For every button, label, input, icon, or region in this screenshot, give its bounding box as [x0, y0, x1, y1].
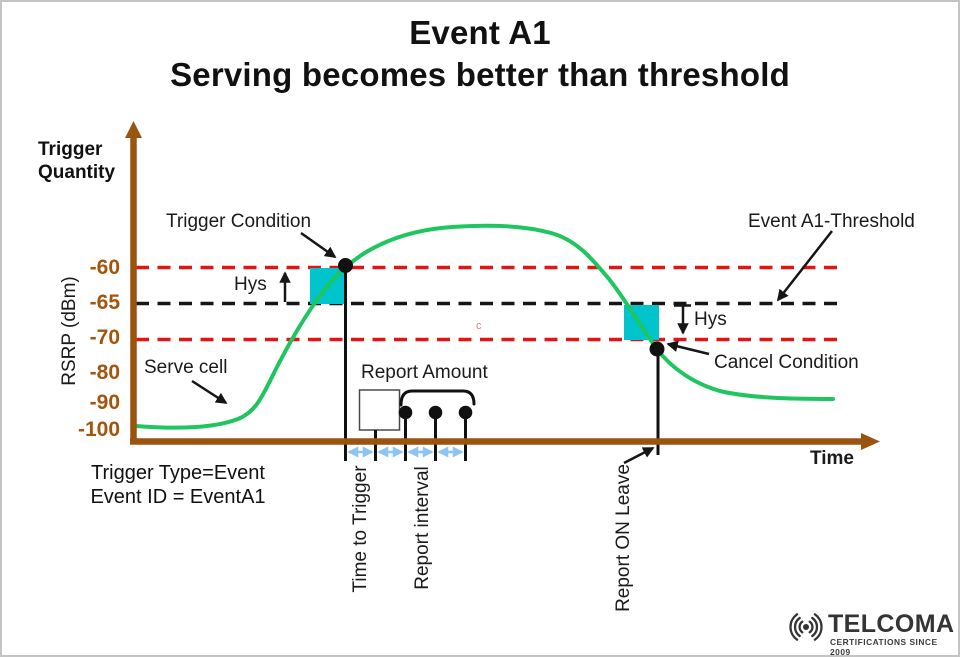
y-axis-title: Trigger Quantity — [38, 138, 115, 184]
y-tick--65: -65 — [89, 291, 120, 314]
y-axis-arrowhead — [125, 121, 142, 138]
y-tick--90: -90 — [89, 391, 120, 414]
report-dot-3 — [458, 405, 473, 420]
page-subtitle: Serving becomes better than threshold — [170, 56, 790, 93]
radio-waves-icon — [789, 613, 823, 641]
report-on-leave-arrow — [623, 446, 655, 465]
hys-left-label: Hys — [234, 274, 267, 295]
cancel-condition-dot — [649, 341, 665, 357]
x-axis-label: Time — [810, 448, 855, 469]
serve-cell-arrow — [191, 379, 228, 405]
y-tick--80: -80 — [89, 361, 120, 384]
event-threshold-label: Event A1-Threshold — [748, 211, 915, 232]
report-amount-label: Report Amount — [361, 362, 488, 383]
serve-cell-label: Serve cell — [144, 357, 228, 378]
page-title: Event A1 — [409, 14, 551, 51]
hys-right-label: Hys — [694, 309, 727, 330]
trigger-condition-label: Trigger Condition — [166, 211, 312, 232]
time-to-trigger-label: Time to Trigger — [350, 465, 371, 593]
report-on-leave-label: Report ON Leave — [613, 464, 634, 612]
y-tick--60: -60 — [89, 256, 120, 279]
event-id-label: Event ID = EventA1 — [90, 486, 266, 508]
report-dot-2 — [428, 405, 443, 420]
y-tick--70: -70 — [89, 326, 120, 349]
x-axis-arrowhead — [861, 433, 880, 450]
cancel-condition-arrow — [666, 340, 710, 356]
logo-wordmark: TELCOMA — [828, 610, 955, 638]
stray-watermark-char: c — [476, 320, 482, 332]
measurement-report-box — [358, 389, 401, 431]
cancel-condition-label: Cancel Condition — [714, 352, 859, 373]
y-axis-title-line1: Trigger — [38, 139, 103, 160]
y-tick--100: -100 — [77, 418, 120, 441]
event-threshold-arrow — [776, 230, 833, 302]
y-axis-title-line2: Quantity — [38, 162, 116, 183]
trigger-condition-arrow — [300, 231, 337, 259]
serve-cell-curve — [134, 223, 835, 430]
report-dot-1 — [398, 405, 413, 420]
trigger-parameters: Trigger Type=Event Event ID = EventA1 — [68, 461, 288, 509]
trigger-type-label: Trigger Type=Event — [91, 462, 265, 484]
logo-tagline: CERTIFICATIONS SINCE 2009 — [830, 637, 938, 657]
trigger-condition-dot — [338, 258, 353, 273]
report-amount-bracket — [399, 389, 476, 407]
report-interval-label: Report interval — [412, 466, 433, 590]
